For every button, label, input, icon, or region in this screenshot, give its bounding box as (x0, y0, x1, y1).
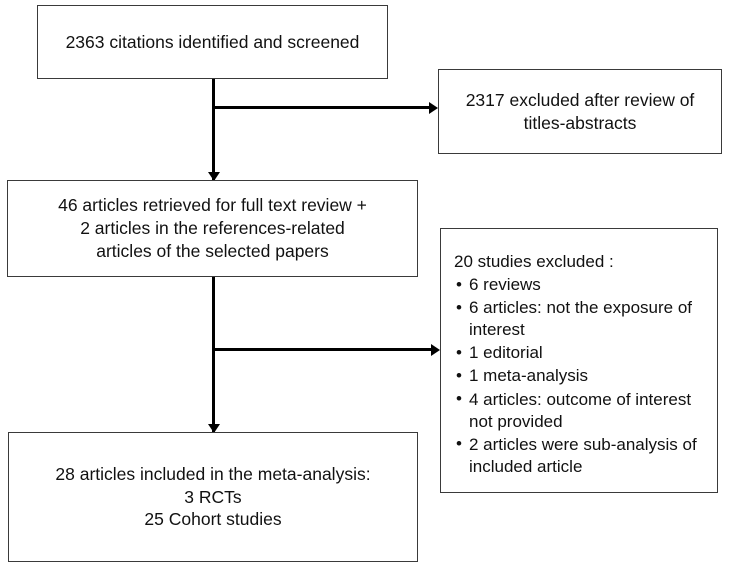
connector-retrieved-vertical-lower (212, 277, 215, 432)
connector-screened-to-excluded-horizontal (212, 106, 430, 109)
box-articles-retrieved: 46 articles retrieved for full text revi… (7, 180, 418, 277)
list-item: • 6 articles: not the exposure of intere… (454, 297, 707, 341)
bullet-icon: • (456, 342, 462, 362)
box-excluded-details: 20 studies excluded : • 6 reviews • 6 ar… (440, 228, 718, 493)
connector-retrieved-to-excluded-horizontal (212, 348, 432, 351)
list-item-label: 2 articles were sub-analysis of included… (469, 434, 697, 476)
bullet-icon: • (456, 389, 462, 409)
box-citations-screened: 2363 citations identified and screened (37, 5, 388, 79)
box-excluded-titles-abstracts: 2317 excluded after review of titles-abs… (438, 69, 722, 154)
list-item-label: 6 articles: not the exposure of interest (469, 298, 693, 340)
list-item: • 2 articles were sub-analysis of includ… (454, 434, 707, 478)
connector-screened-vertical-upper (212, 79, 215, 180)
list-item: • 6 reviews (454, 274, 707, 296)
arrowhead-right-to-excluded-details (431, 343, 440, 356)
list-item-label: 4 articles: outcome of interest not prov… (469, 389, 692, 431)
box-articles-included-text: 28 articles included in the meta-analysi… (55, 463, 371, 530)
list-item-label: 1 meta-analysis (469, 366, 589, 386)
list-item: • 1 editorial (454, 342, 707, 364)
box-articles-retrieved-text: 46 articles retrieved for full text revi… (58, 195, 367, 261)
list-item-label: 1 editorial (469, 343, 543, 363)
bullet-icon: • (456, 297, 462, 317)
bullet-icon: • (456, 274, 462, 294)
box-articles-included: 28 articles included in the meta-analysi… (8, 432, 418, 562)
list-item: • 1 meta-analysis (454, 365, 707, 387)
arrowhead-down-to-included (207, 424, 220, 433)
arrowhead-down-to-retrieved (207, 172, 220, 181)
list-item-label: 6 reviews (469, 275, 541, 295)
arrowhead-right-to-excluded-titles (429, 101, 438, 114)
box-excluded-titles-abstracts-text: 2317 excluded after review of titles-abs… (465, 89, 695, 133)
box-citations-screened-text: 2363 citations identified and screened (65, 31, 360, 52)
bullet-icon: • (456, 434, 462, 454)
excluded-details-title: 20 studies excluded : (454, 252, 614, 271)
excluded-details-list: • 6 reviews • 6 articles: not the exposu… (454, 274, 707, 478)
bullet-icon: • (456, 365, 462, 385)
list-item: • 4 articles: outcome of interest not pr… (454, 389, 707, 433)
